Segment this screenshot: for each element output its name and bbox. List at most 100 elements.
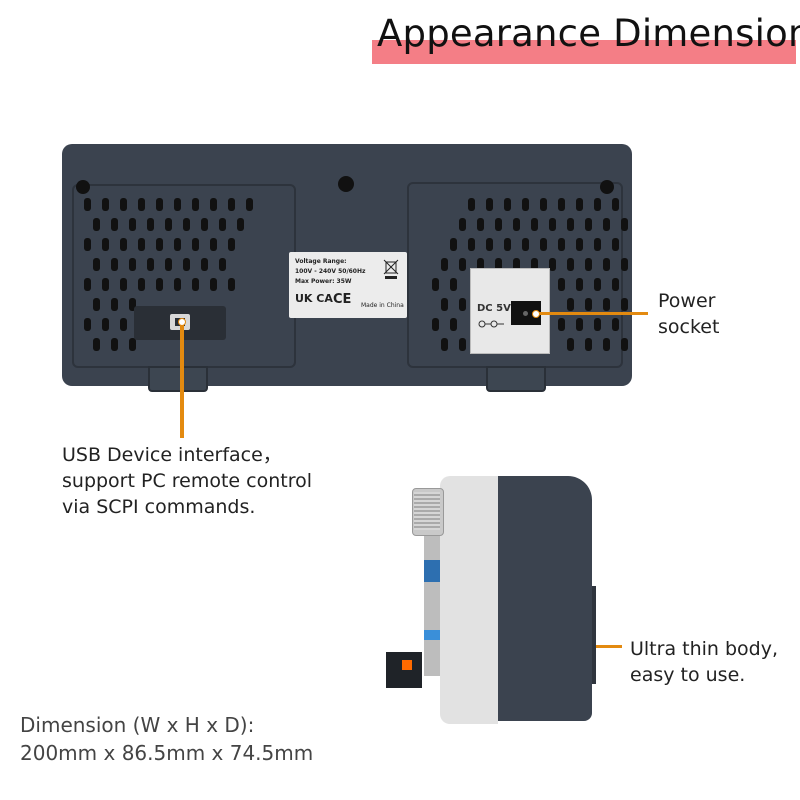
vent-slot xyxy=(603,258,610,271)
vent-slot xyxy=(441,338,448,351)
vent-slot xyxy=(567,338,574,351)
vent-slot xyxy=(93,258,100,271)
vent-slot xyxy=(594,278,601,291)
vent-slot xyxy=(138,238,145,251)
vent-slot xyxy=(120,278,127,291)
vent-slot xyxy=(192,238,199,251)
vent-slot xyxy=(174,278,181,291)
vent-slot xyxy=(468,238,475,251)
vent-slot xyxy=(486,198,493,211)
power-callout-dot xyxy=(532,310,540,318)
vent-slot xyxy=(621,258,628,271)
rubber-foot xyxy=(148,366,208,392)
vent-slot xyxy=(567,218,574,231)
vent-slot xyxy=(603,338,610,351)
vent-slot xyxy=(522,238,529,251)
vent-slot xyxy=(102,238,109,251)
vent-slot xyxy=(558,278,565,291)
device-rear-panel: Voltage Range: 100V - 240V 50/60Hz Max P… xyxy=(62,144,632,392)
vent-slot xyxy=(558,238,565,251)
vent-slot xyxy=(93,218,100,231)
mount-hole xyxy=(338,176,354,192)
vent-slot xyxy=(111,218,118,231)
vent-slot xyxy=(594,198,601,211)
vent-slot xyxy=(165,218,172,231)
vent-slot xyxy=(432,278,439,291)
vent-grille xyxy=(84,198,628,351)
vent-slot xyxy=(504,198,511,211)
front-buttons xyxy=(424,536,440,676)
vent-slot xyxy=(138,278,145,291)
terminal-light xyxy=(402,660,412,670)
vent-slot xyxy=(495,258,502,271)
vent-slot xyxy=(450,238,457,251)
dimension-value: 200mm x 86.5mm x 74.5mm xyxy=(20,741,314,765)
vent-slot xyxy=(585,258,592,271)
vent-slot xyxy=(219,218,226,231)
vent-slot xyxy=(612,318,619,331)
vent-slot xyxy=(165,258,172,271)
vent-slot xyxy=(612,278,619,291)
vent-slot xyxy=(237,218,244,231)
vent-slot xyxy=(468,198,475,211)
title-highlight xyxy=(372,40,796,64)
vent-slot xyxy=(495,218,502,231)
vent-slot xyxy=(585,218,592,231)
vent-slot xyxy=(531,218,538,231)
voltage-range-label: Voltage Range: xyxy=(295,258,347,265)
vent-slot xyxy=(129,258,136,271)
thin-label: Ultra thin body, xyxy=(630,638,779,660)
dimension-label: Dimension (W x H x D): xyxy=(20,713,255,737)
vent-slot xyxy=(450,318,457,331)
vent-slot xyxy=(201,258,208,271)
screw-icon xyxy=(600,180,614,194)
vent-slot xyxy=(228,198,235,211)
usb-label-3: via SCPI commands. xyxy=(62,496,256,518)
vent-slot xyxy=(192,278,199,291)
usb-callout-dot xyxy=(178,318,186,326)
vent-slot xyxy=(576,198,583,211)
vent-slot xyxy=(156,278,163,291)
vent-slot xyxy=(477,258,484,271)
blue-button xyxy=(424,560,440,582)
ukca-mark: UK CA xyxy=(295,292,333,305)
device-front-edge xyxy=(440,476,498,724)
usb-callout-line xyxy=(180,322,184,438)
vent-slot xyxy=(594,238,601,251)
vent-slot xyxy=(459,338,466,351)
made-in: Made in China xyxy=(361,302,404,309)
vent-slot xyxy=(93,298,100,311)
vent-slot xyxy=(84,278,91,291)
vent-slot xyxy=(621,338,628,351)
vent-slot xyxy=(120,238,127,251)
vent-slot xyxy=(540,198,547,211)
vent-slot xyxy=(102,278,109,291)
vent-slot xyxy=(210,238,217,251)
screw-icon xyxy=(76,180,90,194)
vent-slot xyxy=(147,258,154,271)
vent-slot xyxy=(84,318,91,331)
vent-slot xyxy=(513,218,520,231)
page-title: Appearance Dimension xyxy=(377,12,800,55)
vent-slot xyxy=(183,258,190,271)
vent-slot xyxy=(522,198,529,211)
vent-slot xyxy=(210,278,217,291)
vent-slot xyxy=(558,318,565,331)
vent-slot xyxy=(246,198,253,211)
vent-slot xyxy=(192,198,199,211)
vent-slot xyxy=(549,258,556,271)
vent-slot xyxy=(129,338,136,351)
vent-slot xyxy=(540,238,547,251)
vent-slot xyxy=(156,238,163,251)
vent-slot xyxy=(477,218,484,231)
vent-slot xyxy=(612,238,619,251)
vent-slot xyxy=(156,198,163,211)
vent-slot xyxy=(450,278,457,291)
vent-slot xyxy=(147,218,154,231)
vent-slot xyxy=(93,338,100,351)
vent-slot xyxy=(585,298,592,311)
max-power: Max Power: 35W xyxy=(295,278,352,285)
vent-slot xyxy=(486,238,493,251)
vent-slot xyxy=(111,298,118,311)
vent-slot xyxy=(210,198,217,211)
